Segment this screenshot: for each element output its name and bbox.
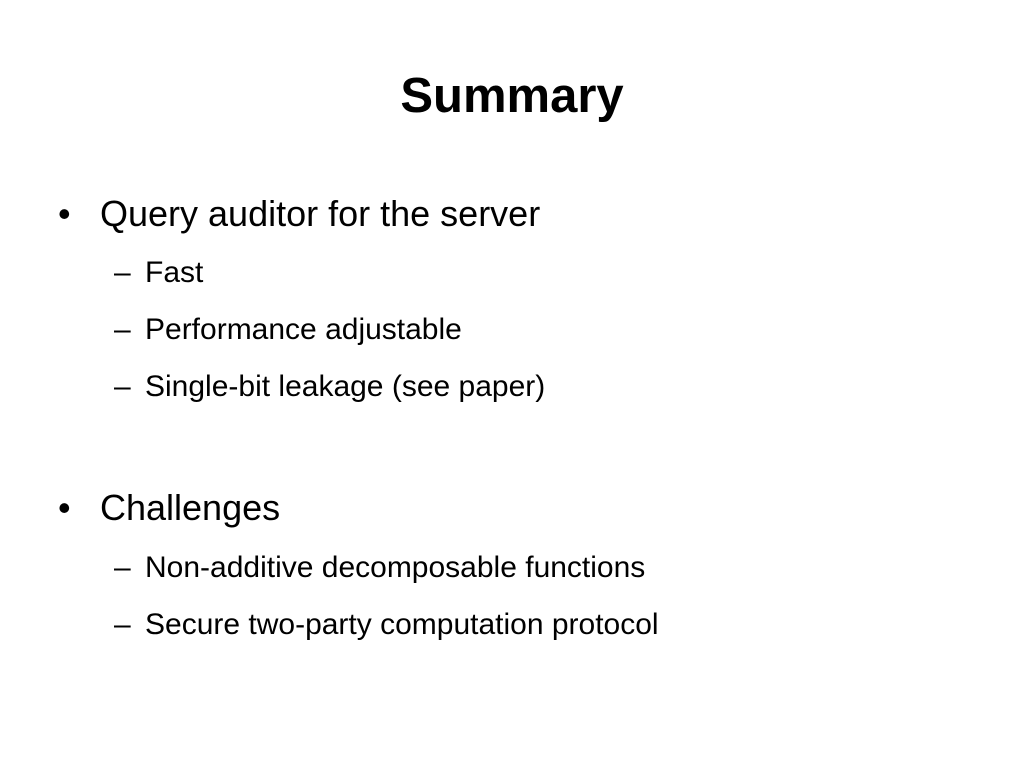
sub-text: Secure two-party computation protocol	[145, 608, 659, 641]
sub-text: Performance adjustable	[145, 313, 462, 346]
bullet-marker: •	[58, 193, 71, 234]
sub-marker: –	[114, 551, 131, 584]
bullet-item: • Challenges	[58, 486, 280, 530]
sub-item: –Secure two-party computation protocol	[114, 606, 659, 644]
sub-item: –Non-additive decomposable functions	[114, 549, 645, 587]
bullet-marker: •	[58, 487, 71, 528]
sub-text: Non-additive decomposable functions	[145, 551, 646, 584]
slide-title: Summary	[400, 69, 624, 123]
sub-marker: –	[114, 370, 131, 403]
sub-text: Single-bit leakage (see paper)	[145, 370, 546, 403]
bullet-text: Challenges	[100, 487, 281, 528]
sub-item: –Single-bit leakage (see paper)	[114, 368, 545, 406]
bullet-item: • Query auditor for the server	[58, 192, 540, 236]
sub-text: Fast	[145, 256, 204, 289]
sub-item: –Fast	[114, 254, 203, 292]
sub-marker: –	[114, 256, 131, 289]
sub-marker: –	[114, 608, 131, 641]
bullet-text: Query auditor for the server	[100, 193, 541, 234]
sub-item: –Performance adjustable	[114, 311, 462, 349]
sub-marker: –	[114, 313, 131, 346]
